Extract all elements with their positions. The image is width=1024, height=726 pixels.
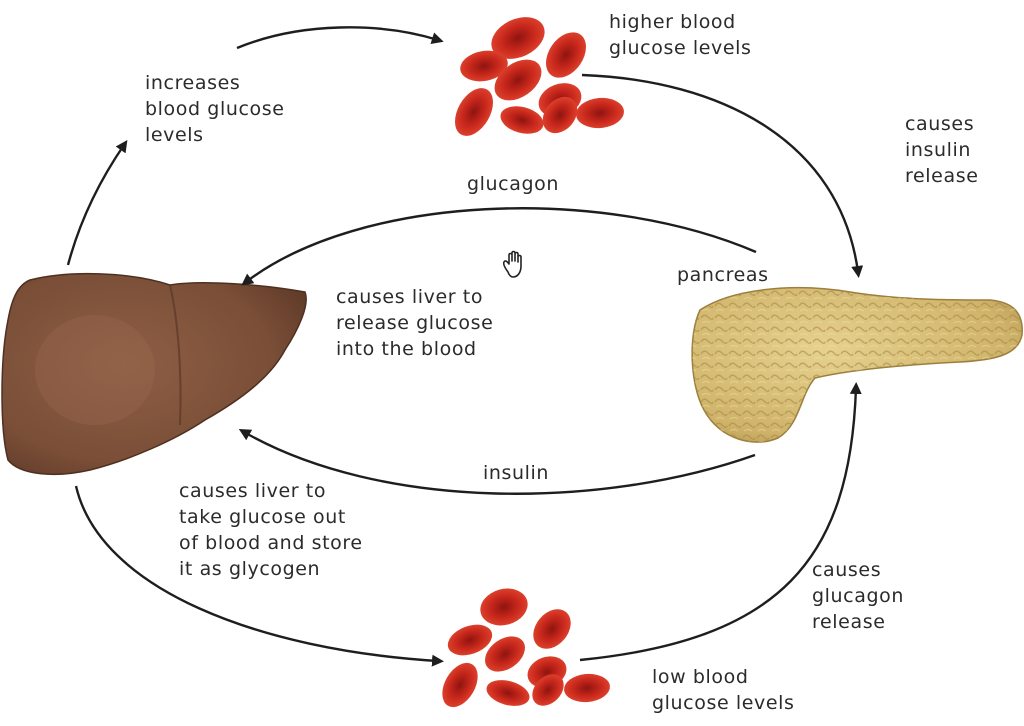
rbc [500, 106, 544, 134]
hand-cursor-icon [502, 250, 522, 278]
rbc [447, 624, 493, 656]
arrow-cells-to-pancreas [581, 73, 864, 278]
label-increases-blood-glucose: increases blood glucose levels [145, 72, 285, 146]
rbc [546, 32, 586, 78]
red-blood-cells-low [442, 588, 610, 708]
label-pancreas: pancreas [677, 264, 769, 286]
rbc [532, 674, 564, 706]
arrow-liver-down [74, 485, 444, 667]
rbc [486, 680, 530, 706]
label-higher-blood-glucose: higher blood glucose levels [609, 11, 752, 59]
rbc [533, 609, 571, 649]
label-causes-liver-release: causes liver to release glucose into the… [336, 286, 494, 360]
arrows [66, 26, 864, 667]
arrow-glucagon [241, 207, 757, 286]
rbc [491, 17, 545, 59]
label-causes-insulin-release: causes insulin release [905, 113, 979, 187]
pancreas-illustration [691, 286, 1023, 443]
rbc [455, 88, 493, 136]
label-causes-glucagon-release: causes glucagon release [812, 559, 904, 633]
liver-illustration [1, 272, 307, 476]
rbc [485, 636, 525, 672]
label-insulin: insulin [483, 462, 550, 484]
red-blood-cells-high [455, 17, 624, 136]
arrow-top-to-cells [236, 26, 444, 50]
arrow-insulin [238, 429, 756, 495]
rbc [494, 59, 542, 101]
rbc [542, 96, 578, 134]
rbc [480, 588, 528, 626]
rbc [460, 50, 508, 82]
rbc [442, 662, 478, 708]
arrow-low-to-pancreas [579, 382, 862, 662]
label-causes-liver-take: causes liver to take glucose out of bloo… [179, 480, 363, 580]
label-glucagon: glucagon [467, 173, 559, 195]
arrow-liver-up [66, 140, 128, 266]
label-low-blood-glucose: low blood glucose levels [652, 666, 795, 714]
rbc [576, 97, 624, 129]
rbc [564, 673, 610, 703]
